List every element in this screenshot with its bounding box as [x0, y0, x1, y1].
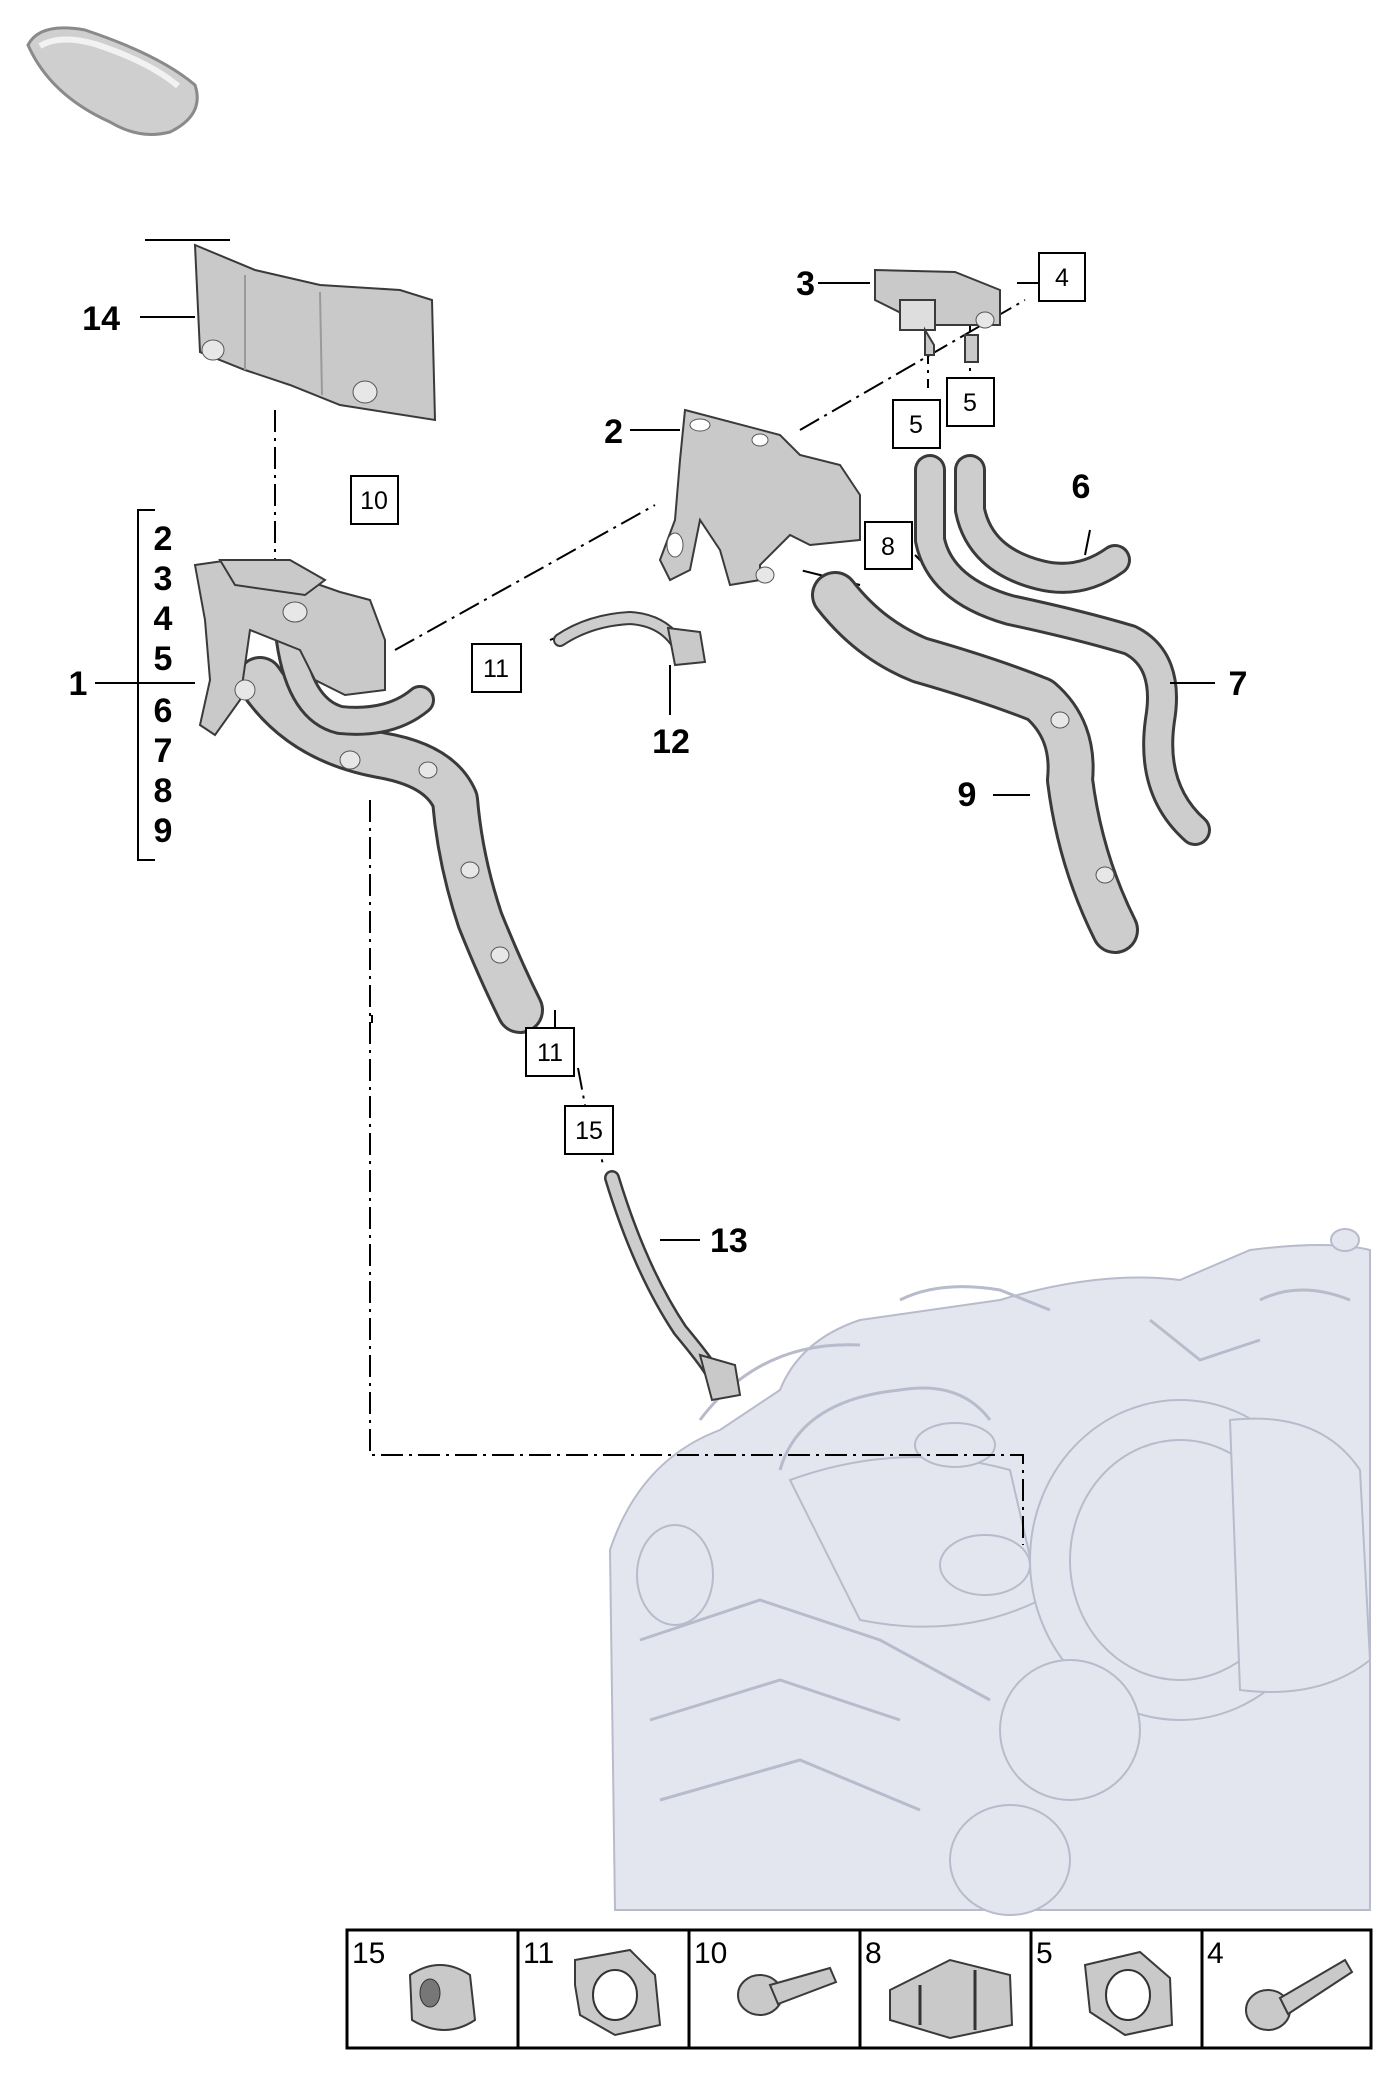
callout-1: 1: [69, 665, 88, 703]
svg-text:11: 11: [523, 1937, 554, 1970]
svg-text:10: 10: [360, 487, 388, 515]
svg-text:8: 8: [865, 1937, 882, 1970]
svg-text:10: 10: [694, 1937, 727, 1970]
kit-item: 4: [154, 600, 173, 638]
legend-cell: 8: [865, 1937, 1014, 2040]
engine-background-illustration: [608, 1228, 1372, 1916]
grommet-icon: [408, 1964, 477, 2031]
callout-9: 9: [958, 776, 977, 814]
legend-cell: 5: [1036, 1937, 1174, 2037]
kit-item: 8: [154, 772, 173, 810]
leader-lines: [95, 239, 1215, 1241]
double-clip-icon: [889, 1958, 1014, 2040]
svg-text:11: 11: [483, 655, 509, 683]
coolant-pipe-7: [914, 454, 1211, 846]
bolt-icon: [737, 1966, 838, 2016]
svg-text:5: 5: [963, 389, 977, 417]
boxed-label-11: 11: [525, 1027, 575, 1077]
legend-cell: 10: [694, 1937, 838, 2016]
boxed-label-11: 11: [471, 643, 522, 693]
legend-cell: 11: [523, 1937, 662, 2037]
svg-text:11: 11: [537, 1039, 563, 1067]
boxed-label-5: 5: [892, 399, 941, 449]
hose-13: [604, 1170, 742, 1402]
callout-2: 2: [604, 413, 623, 451]
kit-item: 2: [154, 520, 173, 558]
legend-cell: 4: [1207, 1937, 1354, 2031]
pressure-sensor-part: [874, 268, 1001, 363]
callout-14: 14: [82, 300, 120, 338]
coolant-pipe-6: [954, 454, 1131, 594]
boxed-label-15: 15: [564, 1105, 614, 1155]
kit-item: 5: [154, 640, 173, 678]
pipe-assembly-part: [193, 558, 544, 1034]
svg-text:8: 8: [881, 533, 895, 561]
callout-7: 7: [1229, 665, 1248, 703]
svg-text:4: 4: [1207, 1937, 1224, 1970]
kit-item: 6: [154, 692, 173, 730]
vehicle-silhouette-icon: [26, 26, 199, 136]
boxed-label-5: 5: [946, 377, 995, 427]
kit-item: 3: [154, 560, 173, 598]
boxed-label-4: 4: [1038, 252, 1086, 302]
boxed-label-8: 8: [864, 521, 913, 570]
hardware-legend-table: 15 11 10 8: [345, 1928, 1373, 2050]
hose-clip-icon: [1083, 1950, 1174, 2037]
callout-3: 3: [796, 265, 815, 303]
heat-shield-part: [193, 243, 437, 422]
mounting-bracket-part: [658, 408, 861, 587]
coolant-pipe-9: [811, 571, 1139, 954]
small-pipe-12: [553, 611, 707, 667]
kit-contents-list: 2 3 4 5 6 7 8 9: [154, 520, 173, 850]
pipe-clip-icon: [574, 1948, 662, 2037]
legend-cell: 15: [352, 1937, 477, 2031]
svg-text:4: 4: [1055, 264, 1069, 292]
svg-text:5: 5: [909, 411, 923, 439]
callout-12: 12: [652, 723, 690, 761]
callout-13: 13: [710, 1222, 748, 1260]
boxed-label-10: 10: [350, 475, 399, 525]
kit-item: 9: [154, 812, 173, 850]
svg-text:15: 15: [575, 1117, 603, 1145]
svg-text:5: 5: [1036, 1937, 1053, 1970]
callout-6: 6: [1072, 468, 1091, 506]
kit-item: 7: [154, 732, 173, 770]
long-bolt-icon: [1245, 1958, 1354, 2031]
svg-text:15: 15: [352, 1937, 385, 1970]
